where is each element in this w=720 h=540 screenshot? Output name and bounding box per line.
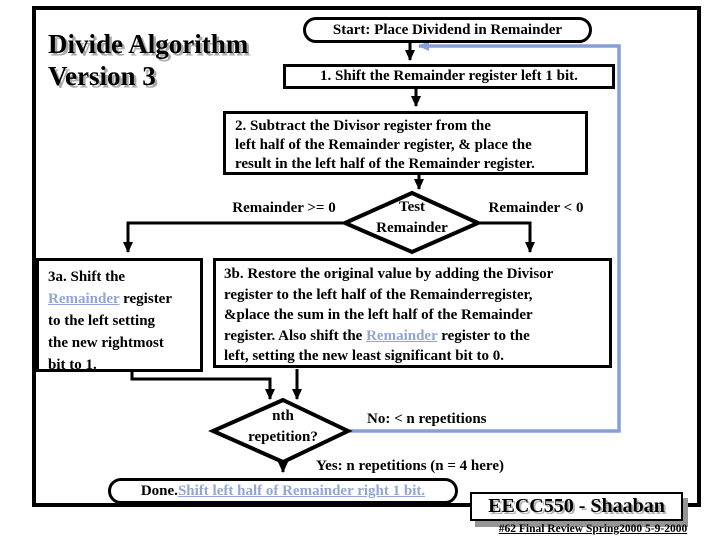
page-title-line1: Divide Algorithm	[48, 29, 249, 59]
done-shift-link[interactable]: Shift left half of Remainder right 1 bit…	[177, 482, 426, 499]
start-node: Start: Place Dividend in Remainder	[303, 17, 592, 43]
test-remainder-label: Test Remainder	[347, 197, 477, 239]
step3b-line4b: register to the	[437, 327, 530, 344]
loop-label-line2: repetition?	[248, 429, 318, 445]
step3a-box: 3a. Shift the Remainder register to the …	[36, 258, 203, 373]
remainder-link-3a[interactable]: Remainder	[48, 291, 120, 307]
step3a-line3: to the left setting	[48, 313, 156, 329]
footer-meta: #62 Final Review Spring2000 5-9-2000	[498, 523, 688, 535]
page-title: Divide Algorithm Version 3	[48, 28, 248, 92]
page-title-line2: Version 3	[48, 61, 156, 91]
course-banner-label: EECC550 - Shaaban	[488, 495, 665, 517]
step2-box: 2. Subtract the Divisor register from th…	[223, 111, 588, 175]
step3b-line2: register to the left half of the Remaind…	[224, 286, 533, 303]
arrow-test-to-step3b	[478, 221, 535, 253]
arrow-step3a-to-loop	[130, 371, 275, 400]
loop-back-line	[349, 41, 621, 433]
step3b-line4a: register. Also shift the	[224, 327, 367, 344]
arrow-test-to-step3a	[123, 221, 345, 253]
test-label-line2: Remainder	[376, 220, 448, 236]
step1-label: 1. Shift the Remainder register left 1 b…	[320, 68, 578, 84]
test-label-line1: Test	[398, 199, 426, 215]
nth-repetition-label: nth repetition?	[216, 406, 350, 448]
step2-line3: result in the left half of the Remainder…	[235, 156, 535, 172]
step3b-box: 3b. Restore the original value by adding…	[213, 258, 612, 368]
step2-line1: 2. Subtract the Divisor register from th…	[235, 118, 491, 134]
slide-border	[32, 6, 701, 507]
yes-branch-label: Yes: n repetitions (n = 4 here)	[316, 458, 504, 474]
step2-line2: left half of the Remainder register, & p…	[235, 137, 532, 153]
branch-label-remainder-ge: Remainder >= 0	[232, 200, 336, 216]
step3a-line1: 3a. Shift the	[48, 269, 126, 285]
step3a-line5: bit to 1.	[48, 357, 97, 373]
remainder-link-3b[interactable]: Remainder	[366, 327, 438, 344]
done-node: Done. Shift left half of Remainder right…	[108, 478, 458, 504]
step3a-line2b: register	[119, 291, 173, 307]
step3b-line5: left, setting the new least significant …	[224, 348, 504, 364]
step1-box: 1. Shift the Remainder register left 1 b…	[283, 64, 615, 89]
step3a-line4: the new rightmost	[48, 335, 164, 351]
step3b-line1: 3b. Restore the original value by adding…	[224, 266, 554, 282]
course-banner: EECC550 - Shaaban	[470, 492, 683, 521]
test-remainder-diamond	[340, 190, 483, 255]
nth-repetition-diamond	[208, 397, 353, 465]
step3b-line3: &place the sum in the left half of the R…	[224, 307, 533, 323]
branch-label-remainder-lt: Remainder < 0	[488, 200, 584, 216]
start-node-label: Start: Place Dividend in Remainder	[332, 21, 563, 38]
no-branch-label: No: < n repetitions	[367, 411, 487, 427]
done-prefix: Done.	[140, 482, 178, 499]
loop-label-line1: nth	[272, 408, 294, 424]
